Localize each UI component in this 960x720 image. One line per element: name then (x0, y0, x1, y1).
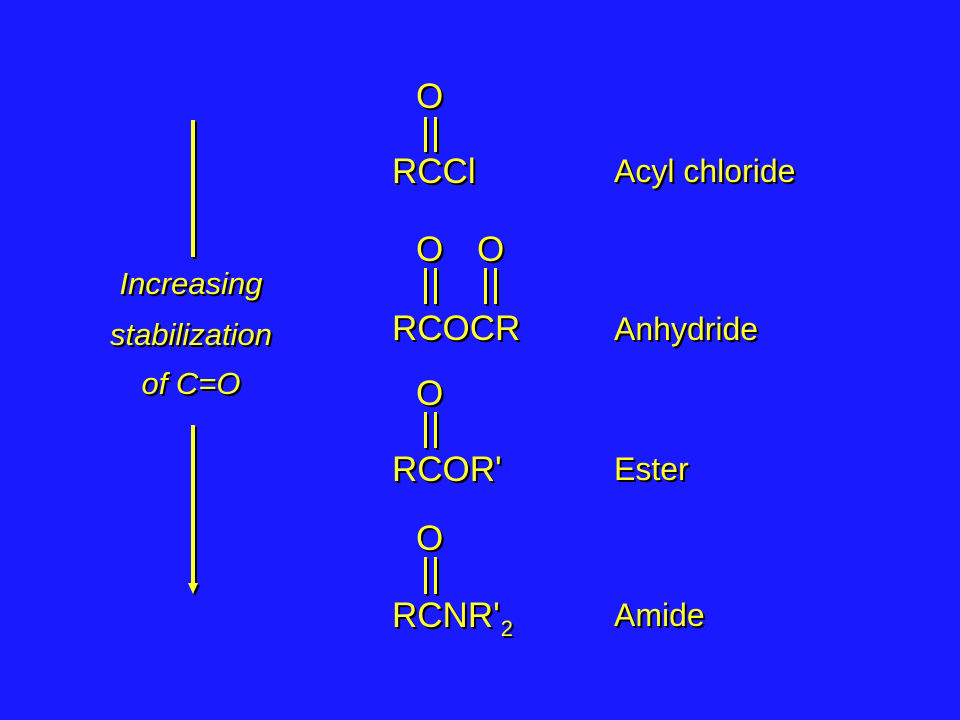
double-bond-line (434, 557, 437, 594)
arrow-shaft-upper (191, 120, 195, 257)
carbonyl-oxygen: O (416, 374, 444, 413)
arrow-shaft-lower (191, 425, 195, 583)
name-acyl-chloride: Acyl chloride (614, 153, 796, 189)
name-amide: Amide (614, 597, 705, 633)
carbonyl-oxygen: O (416, 77, 444, 116)
formula-ester: RCOR' (392, 450, 502, 489)
double-bond-line (484, 268, 487, 304)
double-bond-line (424, 268, 427, 304)
carbonyl-oxygen: O (477, 230, 505, 269)
name-anhydride: Anhydride (614, 311, 759, 347)
double-bond-line (434, 268, 437, 304)
carbonyl-oxygen: O (416, 230, 444, 269)
side-label-line2: stabilization (110, 317, 272, 352)
formula-amide: RCNR'2 (392, 596, 514, 641)
formula-anhydride: RCOCR (392, 309, 521, 348)
arrow-down-icon (188, 583, 198, 594)
double-bond-line (494, 268, 497, 304)
double-bond-line (434, 117, 437, 152)
double-bond-line (424, 412, 427, 448)
double-bond-line (434, 412, 437, 448)
side-label-line1: Increasing (119, 266, 263, 301)
side-label-line3: of C=O (141, 366, 241, 401)
double-bond-line (424, 557, 427, 594)
name-ester: Ester (614, 451, 689, 487)
formula-subscript: 2 (500, 616, 514, 641)
double-bond-line (424, 117, 427, 152)
carbonyl-oxygen: O (416, 519, 444, 558)
formula-acyl-chloride: RCCl (392, 152, 476, 191)
